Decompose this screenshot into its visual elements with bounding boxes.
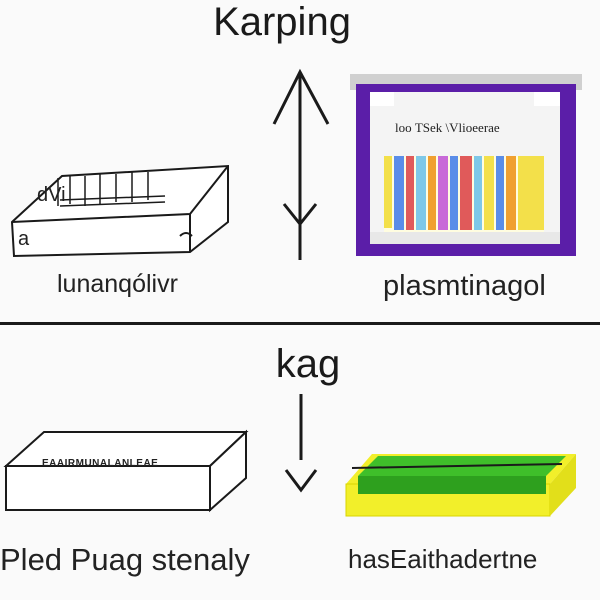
down-arrow-icon	[284, 394, 318, 493]
left-device-caption: lunanqólivr	[57, 270, 178, 298]
screen-header-text: loo ΤSek \Vlioeerae	[395, 120, 500, 135]
monitor-drawing	[350, 74, 582, 256]
box-drawing	[3, 429, 249, 513]
box-caption: Pled Puag stenaly	[0, 542, 250, 577]
device-text: dVi	[37, 184, 66, 206]
bottom-section-title: kag	[275, 342, 341, 386]
device-corner-text: a	[18, 228, 30, 250]
slab-drawing	[345, 454, 576, 517]
slab-caption: hasEaithadertne	[348, 544, 538, 574]
flat-device-drawing	[10, 164, 229, 258]
top-section-title: Karping	[213, 0, 351, 44]
screen-stripes	[384, 156, 544, 232]
section-divider	[0, 322, 600, 325]
monitor-caption: plasmtinagol	[383, 270, 546, 302]
box-text: EAAIRMUNALANLEAE	[42, 458, 159, 469]
double-arrow-icon	[272, 68, 330, 260]
